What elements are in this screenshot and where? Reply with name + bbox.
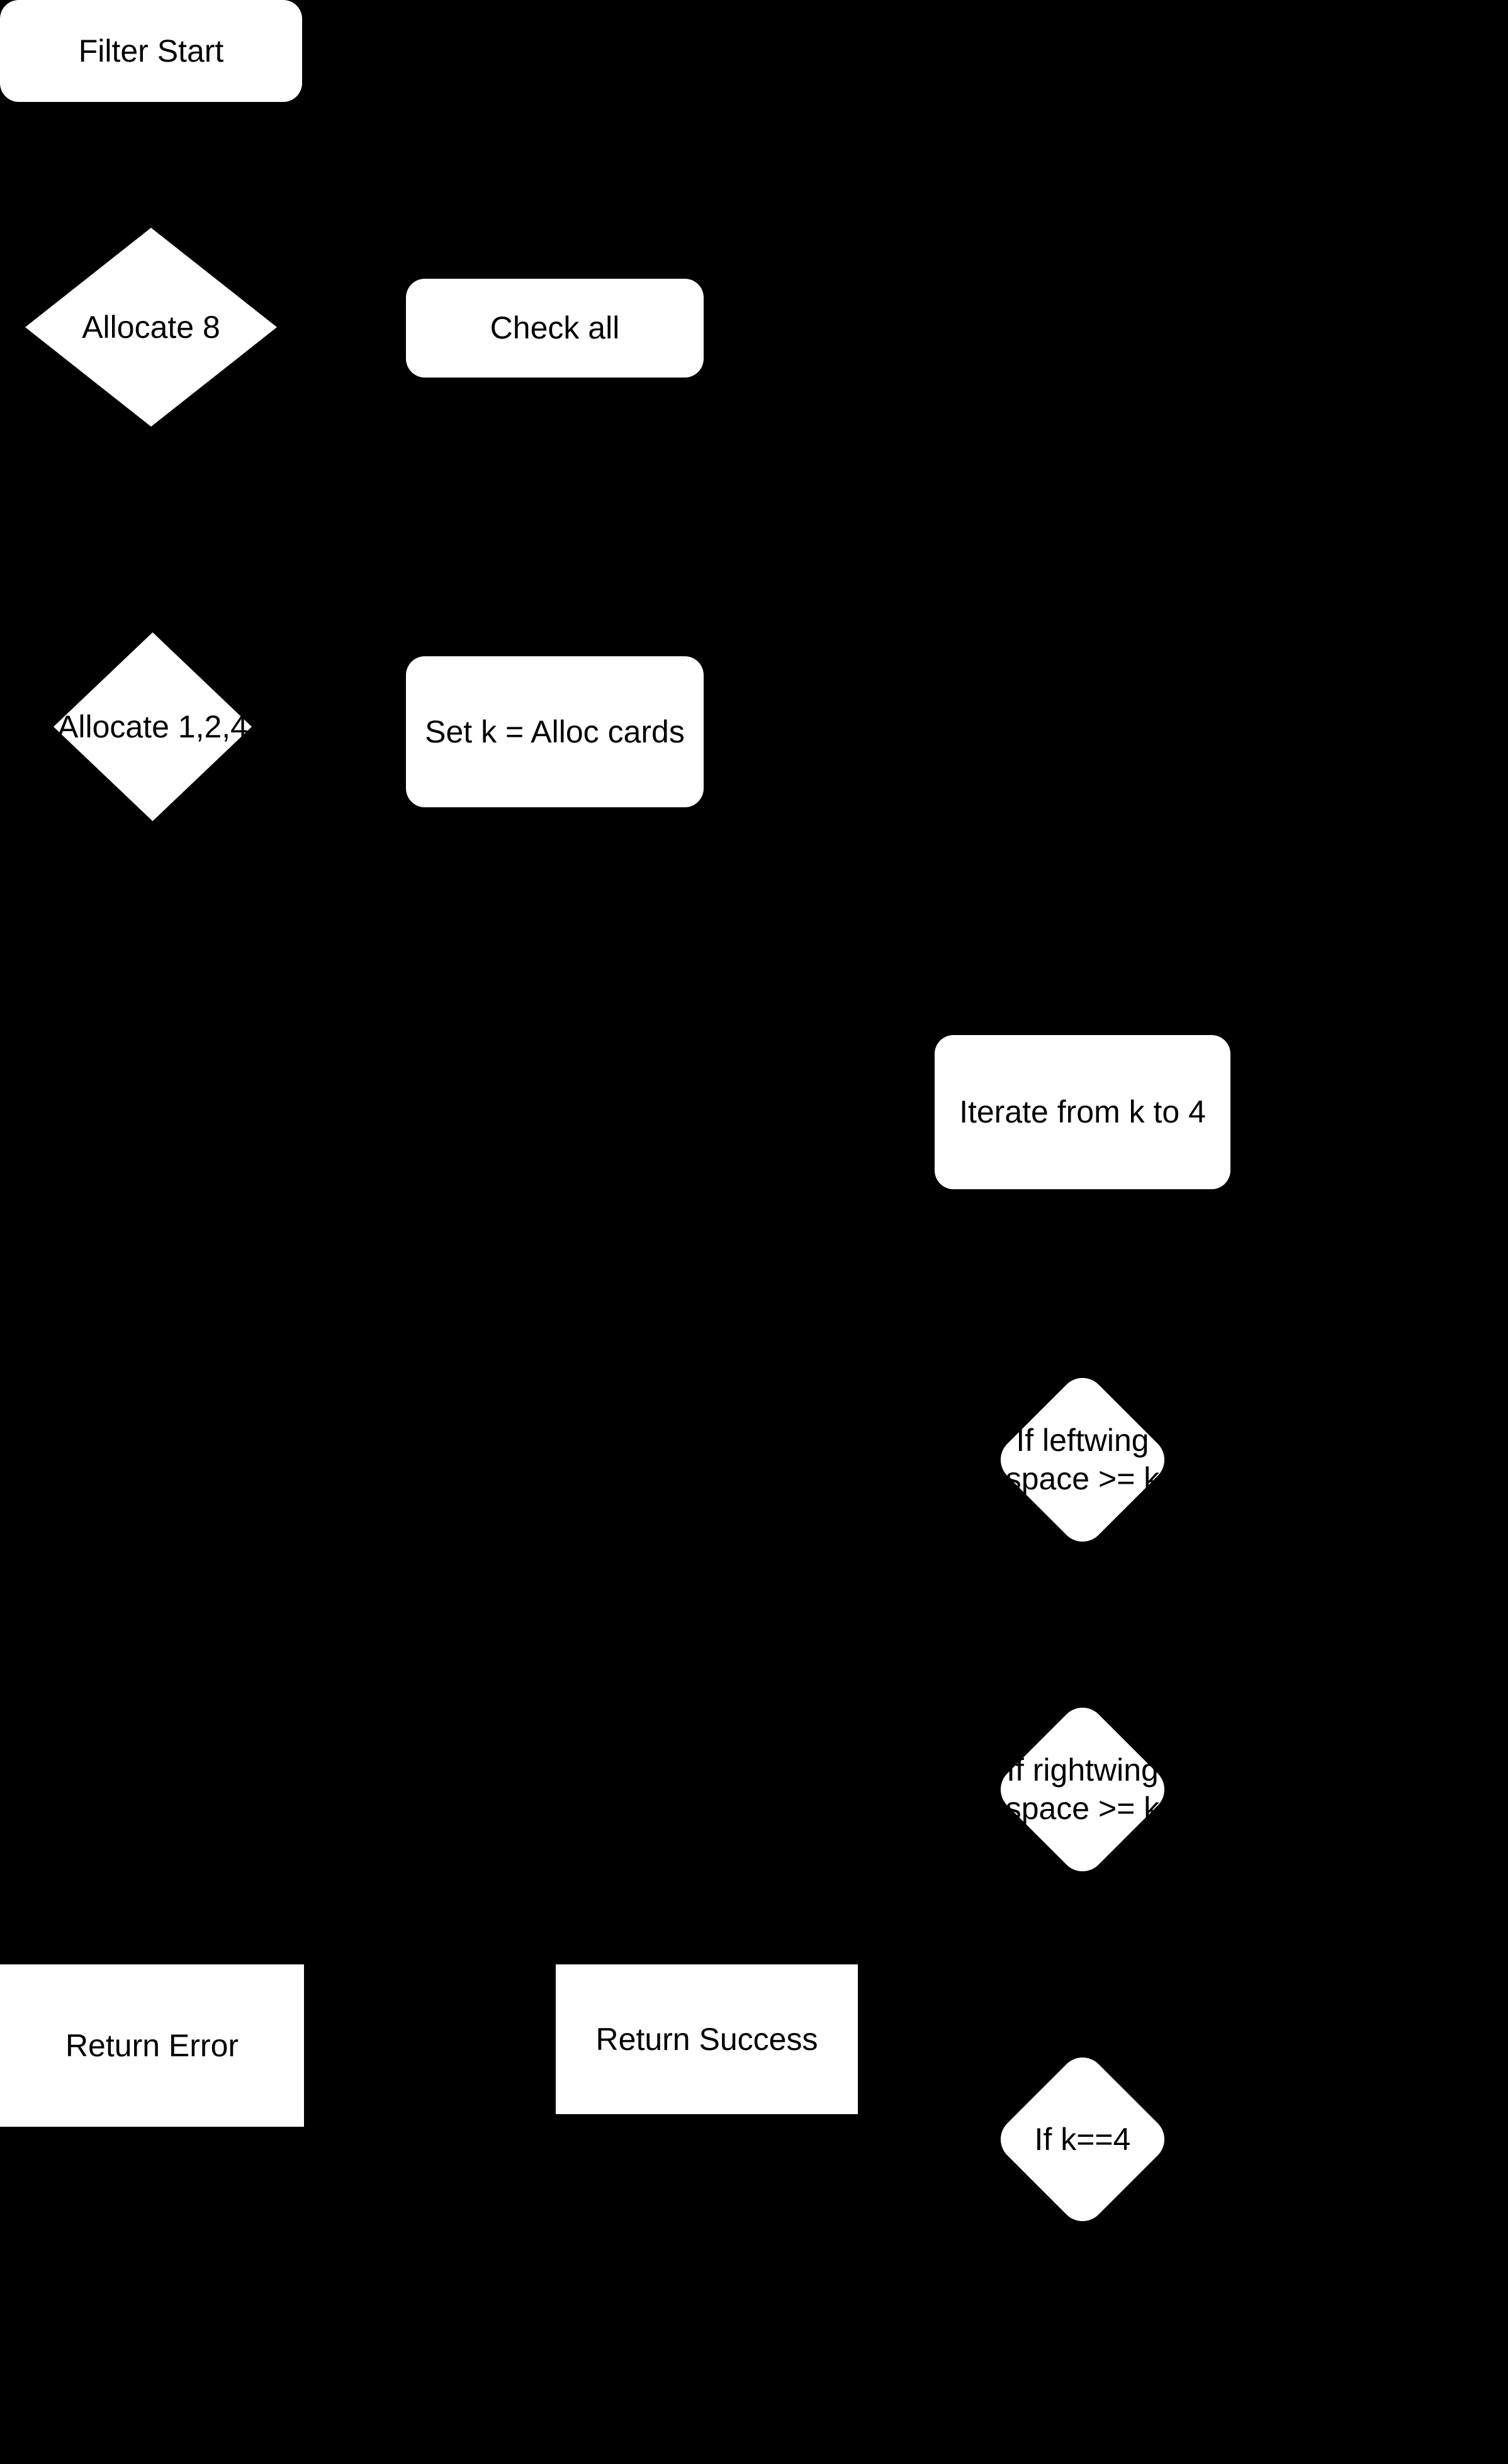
- node-return-error-label: Return Error: [65, 2027, 239, 2063]
- node-set-k[interactable]: Set k = Alloc cards: [406, 656, 704, 807]
- node-set-k-label: Set k = Alloc cards: [425, 714, 685, 749]
- node-allocate-8[interactable]: Allocate 8: [25, 228, 277, 427]
- node-iterate-k-to-4-label: Iterate from k to 4: [959, 1094, 1206, 1129]
- node-if-k-equals-4-shape: [991, 2048, 1174, 2231]
- node-if-rightwing-space-shape: [991, 1698, 1174, 1881]
- node-iterate-k-to-4[interactable]: Iterate from k to 4: [935, 1035, 1230, 1189]
- node-check-all[interactable]: Check all: [406, 279, 704, 378]
- node-check-all-label: Check all: [490, 310, 620, 345]
- node-if-k-equals-4[interactable]: If k==4: [991, 2048, 1174, 2231]
- node-return-success[interactable]: Return Success: [556, 1964, 858, 2114]
- node-allocate-124-label-wrap: Allocate 1,2,4: [53, 632, 252, 821]
- node-filter-start-label: Filter Start: [78, 33, 224, 69]
- node-return-error[interactable]: Return Error: [0, 1964, 304, 2127]
- node-allocate-124-label: Allocate 1,2,4: [57, 708, 248, 744]
- node-allocate-8-label: Allocate 8: [82, 309, 220, 345]
- node-filter-start[interactable]: Filter Start: [0, 0, 302, 102]
- node-return-success-label: Return Success: [595, 2021, 818, 2057]
- node-if-leftwing-space-shape: [991, 1369, 1174, 1551]
